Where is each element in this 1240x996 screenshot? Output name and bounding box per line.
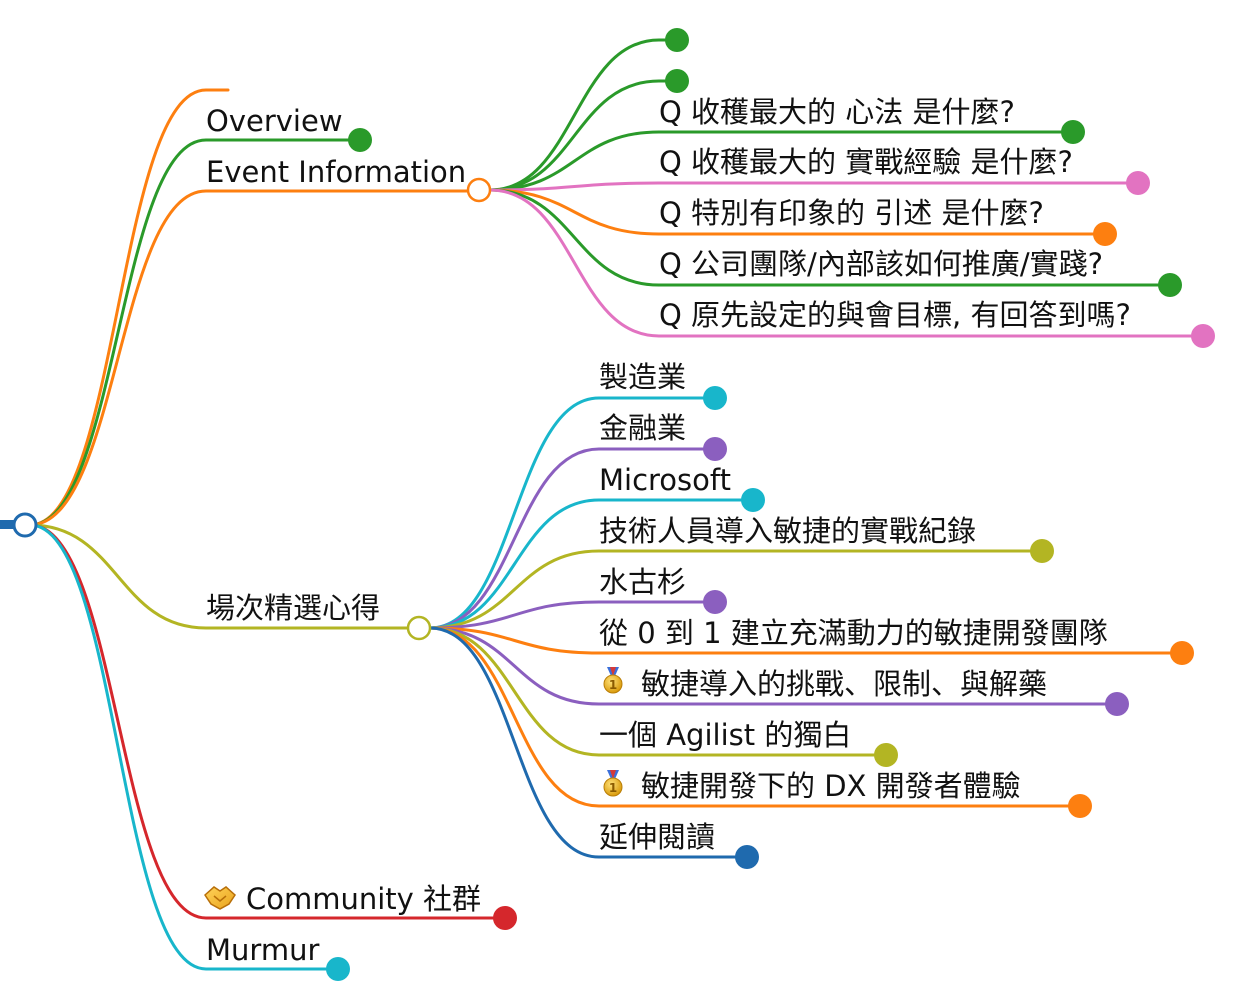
question-team-adoption-dot[interactable] <box>1158 273 1182 297</box>
session-sequoia-dot[interactable] <box>703 590 727 614</box>
session-tech-agile-record[interactable]: 技術人員導入敏捷的實戰紀錄 <box>599 514 976 548</box>
event-child-2-dot[interactable] <box>665 69 689 93</box>
root-node[interactable] <box>0 512 38 538</box>
session-developer-experience-dot[interactable] <box>1068 794 1092 818</box>
murmur-node-dot[interactable] <box>326 957 350 981</box>
mindmap-node-dots <box>326 28 1215 981</box>
edge-session-further-reading <box>428 626 749 859</box>
edge-session-zero-to-one-team <box>428 626 1184 655</box>
question-memorable-quote-dot[interactable] <box>1093 222 1117 246</box>
edge-question-memorable-quote <box>488 188 1107 236</box>
svg-text:1: 1 <box>609 678 617 692</box>
session-developer-experience[interactable]: 敏捷開發下的 DX 開發者體驗 <box>641 769 1021 803</box>
edge-session-agilist-monologue <box>428 626 888 757</box>
overview-label: Overview <box>206 104 343 138</box>
mindmap-edges <box>28 38 1205 971</box>
edge-event-child-1 <box>488 38 679 192</box>
question-team-adoption[interactable]: Q 公司團隊/內部該如何推廣/實踐? <box>659 247 1103 281</box>
murmur-label: Murmur <box>206 933 319 967</box>
question-takeaway-practice-dot[interactable] <box>1126 171 1150 195</box>
edge-session-finance <box>428 447 717 630</box>
branch-session-highlights[interactable]: 場次精選心得 <box>206 591 432 641</box>
session-agilist-monologue-dot[interactable] <box>874 743 898 767</box>
edge-question-takeaway-principle <box>488 130 1075 192</box>
edge-question-team-adoption <box>488 188 1172 287</box>
session-further-reading-dot[interactable] <box>735 845 759 869</box>
question-goal-answered[interactable]: Q 原先設定的與會目標, 有回答到嗎? <box>659 298 1131 332</box>
gold-medal-icon: 1 <box>603 770 623 797</box>
edge-root-session-highlights <box>28 523 410 630</box>
branch-overview[interactable]: Overview <box>206 104 343 138</box>
edge-session-agile-challenges <box>428 626 1119 706</box>
root-circle[interactable] <box>12 512 38 538</box>
session-microsoft[interactable]: Microsoft <box>599 463 731 497</box>
question-takeaway-principle[interactable]: Q 收穫最大的 心法 是什麼? <box>659 95 1015 129</box>
session-microsoft-dot[interactable] <box>741 488 765 512</box>
event-information-collapse-toggle[interactable] <box>466 177 492 203</box>
question-takeaway-practice[interactable]: Q 收穫最大的 實戰經驗 是什麼? <box>659 145 1073 179</box>
root-connector <box>0 520 14 529</box>
session-agile-challenges-dot[interactable] <box>1105 692 1129 716</box>
edge-event-child-2 <box>488 79 679 192</box>
session-manufacturing-dot[interactable] <box>703 386 727 410</box>
edge-root-murmur <box>28 523 340 971</box>
session-zero-to-one-team[interactable]: 從 0 到 1 建立充滿動力的敏捷開發團隊 <box>599 616 1108 650</box>
session-finance-dot[interactable] <box>703 437 727 461</box>
session-finance[interactable]: 金融業 <box>599 411 686 445</box>
edge-question-takeaway-practice <box>488 181 1140 192</box>
event-information-children: Q 收穫最大的 心法 是什麼? Q 收穫最大的 實戰經驗 是什麼? Q 特別有印… <box>659 95 1131 332</box>
session-further-reading[interactable]: 延伸閱讀 <box>599 820 715 854</box>
gold-medal-icon: 1 <box>603 667 623 694</box>
session-agilist-monologue[interactable]: 一個 Agilist 的獨白 <box>599 718 851 752</box>
edge-session-tech-agile-record <box>428 549 1044 630</box>
svg-text:1: 1 <box>609 781 617 795</box>
overview-node-dot[interactable] <box>348 128 372 152</box>
edge-session-developer-experience <box>428 626 1082 808</box>
edge-session-microsoft <box>428 498 755 630</box>
event-child-1-dot[interactable] <box>665 28 689 52</box>
session-zero-to-one-team-dot[interactable] <box>1170 641 1194 665</box>
question-takeaway-principle-dot[interactable] <box>1061 120 1085 144</box>
community-label: Community 社群 <box>246 882 481 916</box>
edge-session-manufacturing <box>428 396 717 630</box>
question-goal-answered-dot[interactable] <box>1191 324 1215 348</box>
session-highlights-children: 製造業 金融業 Microsoft 技術人員導入敏捷的實戰紀錄 水古杉 從 0 … <box>599 360 1108 854</box>
edge-session-sequoia <box>428 600 717 630</box>
edge-root-event-information <box>28 189 470 527</box>
session-highlights-collapse-toggle[interactable] <box>406 615 432 641</box>
branch-murmur[interactable]: Murmur <box>206 933 319 967</box>
session-tech-agile-record-dot[interactable] <box>1030 539 1054 563</box>
session-manufacturing[interactable]: 製造業 <box>599 360 686 394</box>
community-node-dot[interactable] <box>493 906 517 930</box>
session-agile-challenges[interactable]: 敏捷導入的挑戰、限制、與解藥 <box>641 667 1047 701</box>
session-sequoia[interactable]: 水古杉 <box>599 565 686 599</box>
branch-community[interactable]: Community 社群 <box>204 882 481 916</box>
edge-question-goal-answered <box>488 188 1205 338</box>
event-information-label: Event Information <box>206 155 466 189</box>
handshake-icon <box>204 886 236 910</box>
session-highlights-label: 場次精選心得 <box>206 591 380 625</box>
question-memorable-quote[interactable]: Q 特別有印象的 引述 是什麼? <box>659 196 1044 230</box>
branch-event-information[interactable]: Event Information <box>206 155 492 203</box>
edge-root-overview <box>28 138 362 527</box>
edge-root-blank-top <box>28 88 230 527</box>
edge-root-community <box>28 523 507 920</box>
